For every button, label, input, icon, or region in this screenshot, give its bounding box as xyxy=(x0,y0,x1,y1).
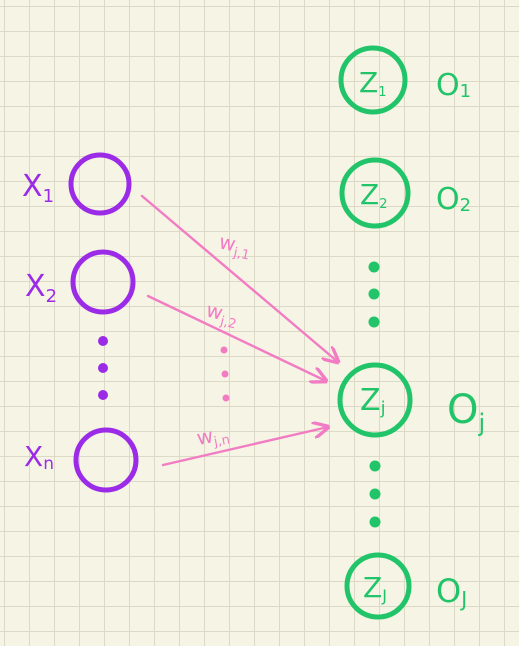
input-label-2: X2 xyxy=(25,269,57,307)
output-node-label-j: Zj xyxy=(360,383,386,419)
output-value-2: O2 xyxy=(436,182,471,217)
output-value-J: OJ xyxy=(436,572,467,611)
output-value-1: O1 xyxy=(436,68,471,103)
weight-label-2: wj,2 xyxy=(203,298,241,333)
input-node-2 xyxy=(70,249,136,315)
output-node-label-J: ZJ xyxy=(363,571,387,605)
output-node-J xyxy=(344,552,412,620)
weight-arrows xyxy=(140,194,338,467)
weight-arrow-n xyxy=(161,427,328,467)
weight-ellipsis xyxy=(220,346,230,402)
output-node-label-1: Z1 xyxy=(359,66,386,100)
output-value-j: Oj xyxy=(447,387,485,437)
input-ellipsis xyxy=(98,336,108,400)
input-label-n: Xn xyxy=(24,440,54,474)
output-ellipsis-lower xyxy=(369,460,381,528)
output-node-1 xyxy=(338,45,408,115)
weight-label-n: wj,n xyxy=(195,421,232,453)
output-layer: Z1 Z2 Zj ZJ O1 O2 Oj OJ xyxy=(337,45,485,620)
output-ellipsis-upper xyxy=(368,261,380,328)
weight-arrow-2 xyxy=(146,294,326,381)
weight-arrow-1 xyxy=(140,194,338,362)
output-node-label-2: Z2 xyxy=(360,178,387,212)
input-label-1: X1 xyxy=(22,169,54,207)
input-node-1 xyxy=(68,152,132,216)
output-node-2 xyxy=(339,157,411,229)
output-node-j xyxy=(337,362,413,438)
weight-label-1: wj,1 xyxy=(216,229,253,263)
input-layer: X1 X2 Xn xyxy=(22,152,139,493)
input-node-n xyxy=(73,427,139,493)
